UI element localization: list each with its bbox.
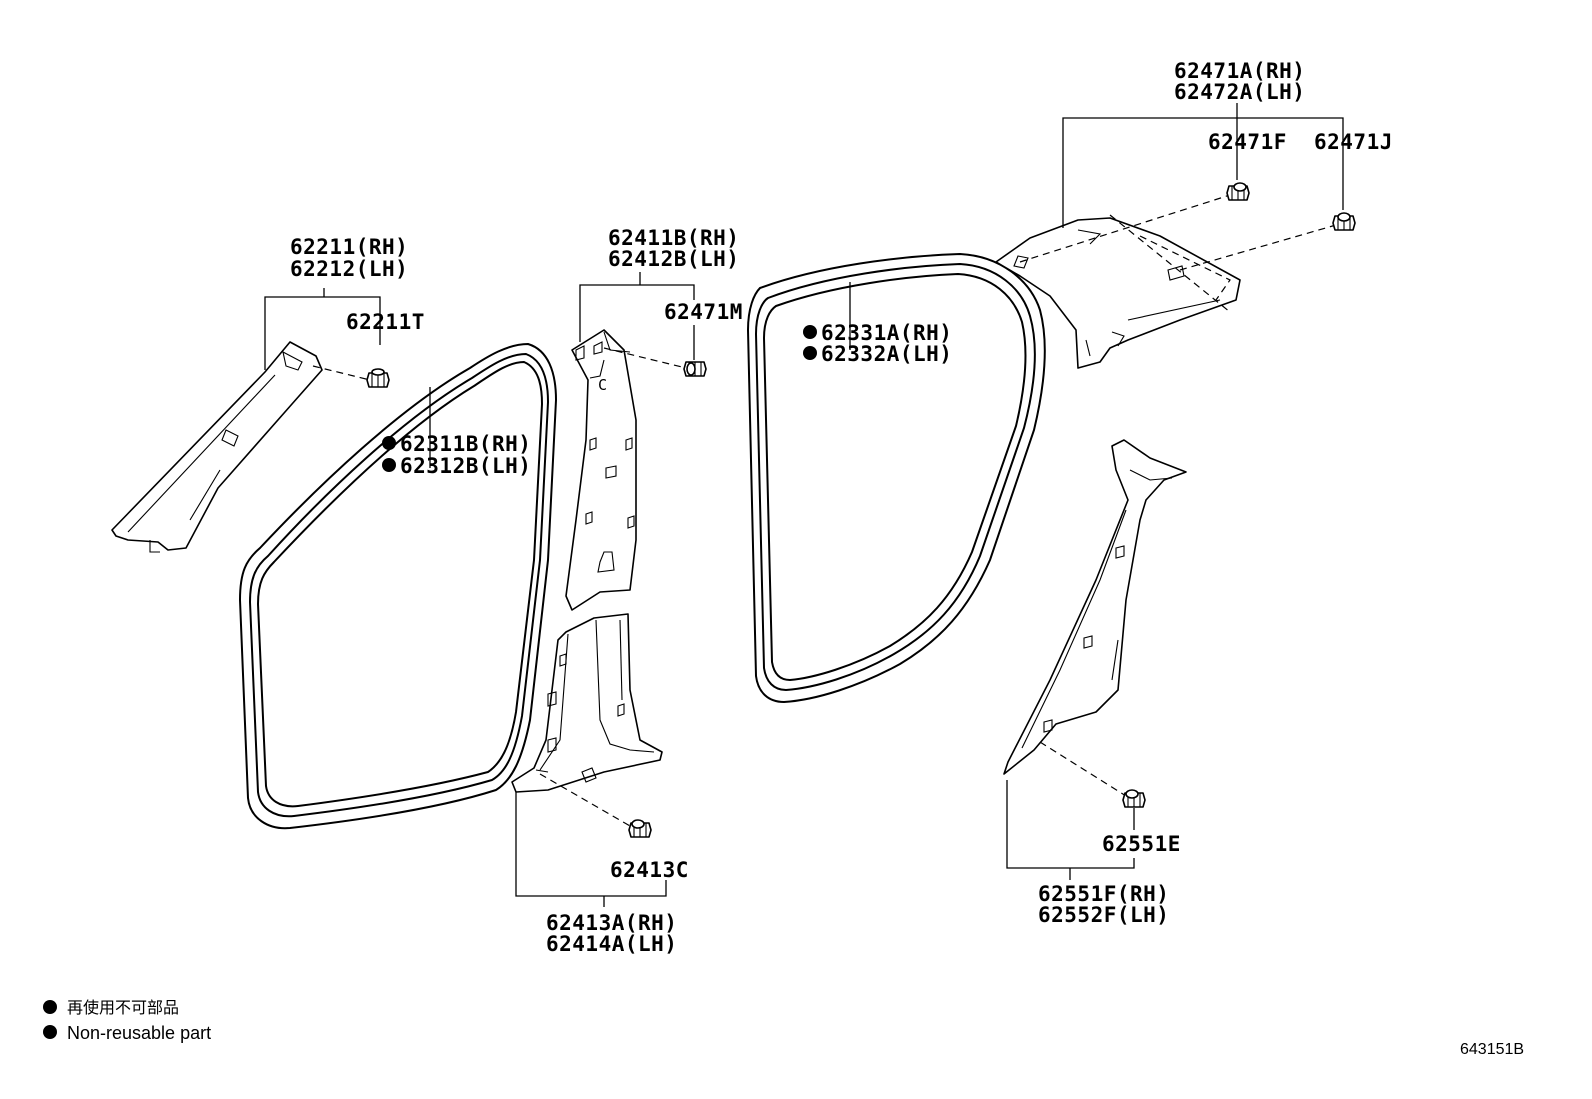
legend: 再使用不可部品 Non-reusable part: [43, 999, 211, 1043]
clip-icon: [1122, 789, 1146, 808]
non-reusable-bullet: [382, 436, 396, 450]
a-pillar-garnish: [111, 341, 323, 553]
label-62212-lh: 62212(LH): [290, 257, 408, 281]
label-62413a-rh: 62413A(RH): [546, 911, 677, 935]
roof-leaders: [1019, 103, 1344, 313]
label-62471m: 62471M: [664, 300, 743, 324]
clip-icon: [628, 819, 652, 838]
b-upper-leaders: [579, 272, 695, 369]
non-reusable-bullet: [382, 458, 396, 472]
legend-japanese: 再使用不可部品: [67, 999, 179, 1017]
label-62471f: 62471F: [1208, 130, 1287, 154]
label-62412b-lh: 62412B(LH): [608, 247, 739, 271]
non-reusable-bullet: [803, 346, 817, 360]
roof-side-garnish: [995, 217, 1241, 369]
label-62311b-rh: 62311B(RH): [400, 432, 531, 456]
label-62413c: 62413C: [610, 858, 689, 882]
legend-english: Non-reusable part: [67, 1023, 211, 1043]
part-letter-c: C: [598, 376, 608, 394]
label-62552f-lh: 62552F(LH): [1038, 903, 1169, 927]
label-62411b-rh: 62411B(RH): [608, 226, 739, 250]
legend-bullet-icon: [43, 1025, 57, 1039]
clip-icon: [1332, 212, 1356, 231]
b-pillar-lower-garnish: [511, 613, 663, 793]
rear-door-seal: [746, 252, 1046, 704]
label-62331a-rh: 62331A(RH): [821, 321, 952, 345]
label-62211t: 62211T: [346, 310, 425, 334]
quarter-pillar-garnish: [1003, 439, 1187, 775]
label-62472a-lh: 62472A(LH): [1174, 80, 1305, 104]
clip-icon: [366, 368, 390, 388]
b-lower-leaders: [515, 773, 667, 907]
label-62471a-rh: 62471A(RH): [1174, 59, 1305, 83]
clip-icon: [1226, 182, 1250, 201]
label-62551f-rh: 62551F(RH): [1038, 882, 1169, 906]
figure-code: 643151B: [1460, 1041, 1524, 1058]
label-62332a-lh: 62332A(LH): [821, 342, 952, 366]
a-pillar-leaders: [264, 288, 381, 381]
front-door-seal: [238, 342, 558, 830]
quarter-leaders: [1006, 741, 1135, 880]
label-62312b-lh: 62312B(LH): [400, 454, 531, 478]
label-62414a-lh: 62414A(LH): [546, 932, 677, 956]
label-62551e: 62551E: [1102, 832, 1181, 856]
non-reusable-bullet: [803, 325, 817, 339]
legend-bullet-icon: [43, 1000, 57, 1014]
clip-icon: [683, 361, 707, 377]
label-62471j: 62471J: [1314, 130, 1393, 154]
b-pillar-upper-garnish: [565, 329, 637, 611]
label-62211-rh: 62211(RH): [290, 235, 408, 259]
